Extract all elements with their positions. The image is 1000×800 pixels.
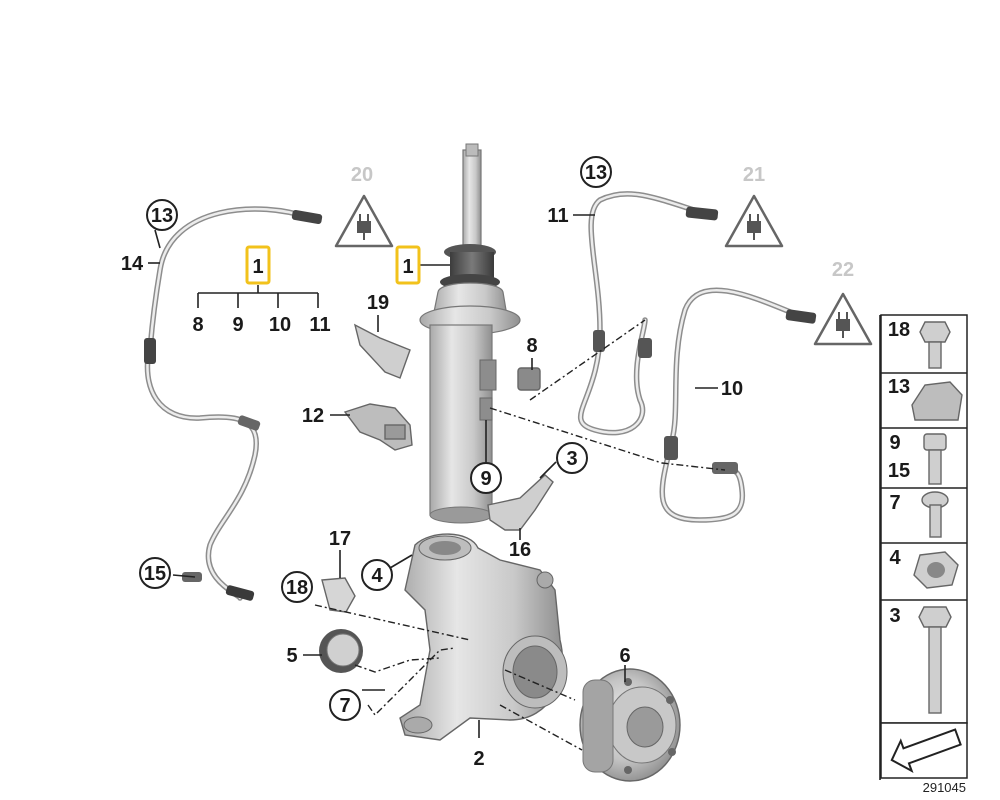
steering-knuckle bbox=[399, 533, 568, 741]
callout-10: 10 bbox=[721, 378, 743, 400]
warning-number-22: 22 bbox=[832, 259, 854, 281]
warning-number-20: 20 bbox=[351, 164, 373, 186]
callout-2: 2 bbox=[473, 748, 484, 770]
warning-number-21: 21 bbox=[743, 164, 765, 186]
callout-1-left: 1 bbox=[252, 256, 263, 278]
right-sensor-cable-lower bbox=[659, 287, 817, 523]
bracket-17 bbox=[321, 577, 356, 613]
side-parts-panel bbox=[880, 314, 968, 779]
callout-14: 14 bbox=[121, 253, 144, 275]
panel-label-9: 9 bbox=[889, 432, 900, 454]
right-sensor-cable-upper bbox=[577, 191, 719, 436]
callout-11-right: 11 bbox=[547, 205, 568, 227]
callout-19: 19 bbox=[367, 292, 389, 314]
warning-triangle-22 bbox=[813, 292, 873, 346]
callout-1-right: 1 bbox=[402, 256, 413, 278]
warning-triangle-20 bbox=[334, 194, 394, 248]
highlight-box-1-right bbox=[395, 245, 421, 285]
hex-nut-4-icon bbox=[913, 551, 959, 589]
panel-label-3: 3 bbox=[889, 605, 900, 627]
callout-8-clip: 8 bbox=[526, 335, 537, 357]
labels: 20 21 22 13 13 9 3 4 18 15 7 1 1 14 11 8… bbox=[121, 162, 966, 795]
bracket-16 bbox=[487, 474, 554, 531]
drawing-number: 291045 bbox=[923, 780, 966, 795]
left-sensor-cable bbox=[144, 206, 323, 601]
callout-16: 16 bbox=[509, 539, 531, 561]
callout-12: 12 bbox=[302, 405, 324, 427]
view-direction-arrow-icon bbox=[890, 728, 962, 774]
wheel-hub bbox=[579, 668, 681, 782]
cover-5 bbox=[319, 629, 363, 673]
callout-11-group: 11 bbox=[309, 314, 330, 336]
callout-10-group: 10 bbox=[269, 314, 291, 336]
panel-label-4: 4 bbox=[889, 547, 901, 569]
callout-5: 5 bbox=[286, 645, 297, 667]
bracket-19 bbox=[353, 323, 411, 379]
holder-12 bbox=[343, 403, 413, 451]
highlight-box-1-left bbox=[245, 245, 271, 285]
panel-label-18: 18 bbox=[888, 319, 910, 341]
shock-absorber-strut bbox=[419, 143, 521, 524]
callout-9-group: 9 bbox=[232, 314, 243, 336]
panel-label-15: 15 bbox=[888, 460, 910, 482]
callout-17: 17 bbox=[329, 528, 351, 550]
callout-13-right: 13 bbox=[585, 162, 607, 184]
clip-8 bbox=[517, 367, 541, 391]
callout-9-circled: 9 bbox=[480, 468, 491, 490]
torx-bolt-7-icon bbox=[921, 491, 949, 538]
callout-7: 7 bbox=[339, 695, 350, 717]
warning-triangle-21 bbox=[724, 194, 784, 248]
hex-bolt-3-icon bbox=[918, 606, 952, 714]
leader-lines bbox=[148, 214, 881, 780]
panel-label-7: 7 bbox=[889, 492, 900, 514]
callout-18: 18 bbox=[286, 577, 308, 599]
callout-8-group: 8 bbox=[192, 314, 203, 336]
clip-13-icon bbox=[911, 381, 963, 421]
callout-3: 3 bbox=[566, 448, 577, 470]
callout-15: 15 bbox=[144, 563, 166, 585]
callout-6: 6 bbox=[619, 645, 630, 667]
callout-4: 4 bbox=[371, 565, 383, 587]
socket-bolt-9-15-icon bbox=[923, 433, 947, 485]
hex-bolt-18-icon bbox=[919, 321, 951, 369]
callout-circles bbox=[139, 156, 612, 721]
panel-label-13: 13 bbox=[888, 376, 910, 398]
callout-13-left: 13 bbox=[151, 205, 173, 227]
